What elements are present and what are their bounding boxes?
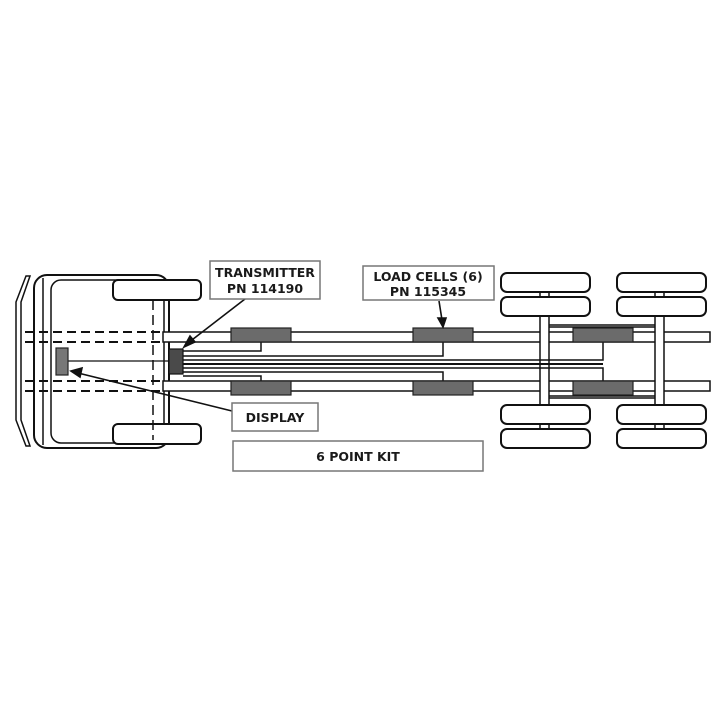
load-cells-label: LOAD CELLS (6) PN 115345 [362,265,495,301]
wiring-harness [66,341,604,381]
display-unit [55,347,69,376]
kit-label-text: 6 POINT KIT [316,449,400,464]
display-label: DISPLAY [231,402,319,432]
load-cell-rear-left [572,327,634,343]
display-label-text: DISPLAY [246,410,306,425]
front-wheels [112,279,202,445]
transmitter-label-line1: TRANSMITTER [215,265,315,280]
rear-wheels [500,272,707,449]
load-cell-mid-right [412,380,474,396]
callout-arrows [69,298,448,412]
load-cell-front-right [230,380,292,396]
load-cells-label-line2: PN 115345 [390,284,466,299]
kit-label: 6 POINT KIT [232,440,484,472]
frame-rails-under-cab [25,300,160,440]
load-cell-rear-right [572,380,634,396]
transmitter-module [168,348,184,375]
load-cells-label-line1: LOAD CELLS (6) [373,269,482,284]
load-cell-mid-left [412,327,474,343]
load-cell-front-left [230,327,292,343]
transmitter-label: TRANSMITTER PN 114190 [209,260,321,300]
transmitter-label-line2: PN 114190 [227,281,303,296]
front-bumper [15,275,32,447]
load-cells [230,327,634,396]
